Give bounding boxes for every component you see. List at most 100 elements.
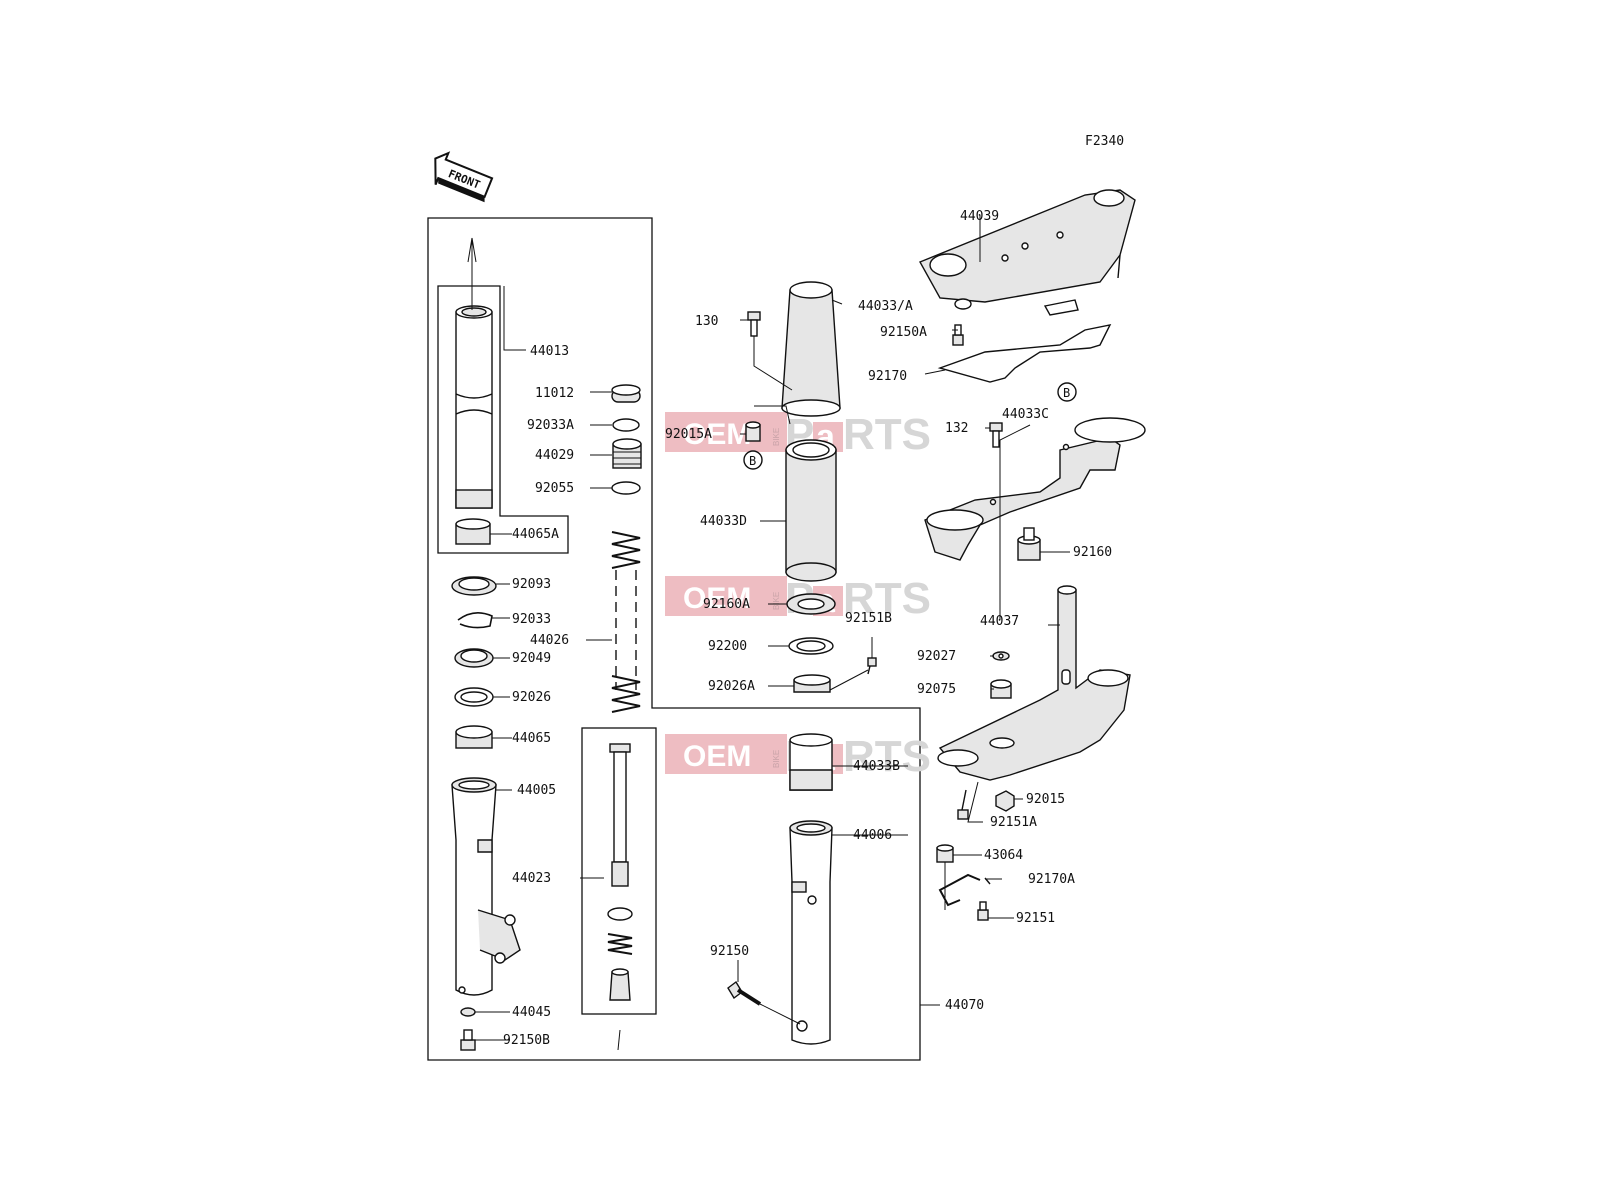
part-label: 44039 — [960, 209, 999, 224]
steering-stem-icon — [937, 585, 1131, 781]
inner-tube-icon — [455, 305, 493, 509]
washer-92200-icon — [788, 637, 834, 655]
washer-92160A-icon — [786, 593, 836, 615]
part-label: 44033D — [700, 514, 747, 529]
fork-cover-upper-icon — [781, 281, 841, 417]
svg-text:BIKE: BIKE — [772, 428, 781, 446]
part-label: 92055 — [535, 481, 574, 496]
bolt-130-icon — [747, 311, 761, 337]
part-label: 92093 — [512, 577, 551, 592]
oring-92055-icon — [611, 481, 641, 495]
ring-92033A-icon — [612, 418, 640, 432]
part-label: 92027 — [917, 649, 956, 664]
grommet-43064-icon — [936, 844, 954, 863]
part-label: 92015 — [1026, 792, 1065, 807]
bolt-92151-icon — [977, 901, 989, 921]
part-label: 92150B — [503, 1033, 550, 1048]
screw-92151B-icon — [867, 657, 877, 675]
part-label: 92151 — [1016, 911, 1055, 926]
svg-text:B: B — [1063, 386, 1070, 400]
assembly-outline — [427, 217, 921, 1061]
part-label: 92075 — [917, 682, 956, 697]
svg-text:OEM: OEM — [683, 418, 751, 451]
upper-bracket-icon — [919, 189, 1136, 310]
part-label: 92033A — [527, 418, 574, 433]
part-label: 44045 — [512, 1005, 551, 1020]
bolt-92150-icon — [727, 980, 762, 1006]
nut-92015-icon — [995, 790, 1015, 812]
part-label: 132 — [945, 421, 968, 436]
fork-cover-lower-icon — [789, 733, 833, 791]
svg-text:RTS: RTS — [843, 410, 931, 459]
cap-11012-icon — [611, 384, 641, 403]
lower-bracket-icon — [924, 417, 1146, 561]
part-label: 43064 — [984, 848, 1023, 863]
part-label: 92170 — [868, 369, 907, 384]
part-label: 44037 — [980, 614, 1019, 629]
part-label: 44005 — [517, 783, 556, 798]
outer-tube-left-icon — [451, 777, 521, 996]
part-label: 92151A — [990, 815, 1037, 830]
part-label: 92015A — [665, 427, 712, 442]
bolt-132-icon — [989, 422, 1003, 448]
bolt-92150A-icon — [952, 324, 964, 346]
part-label: 44026 — [530, 633, 569, 648]
svg-text:RTS: RTS — [843, 732, 931, 781]
clamp-92170A-icon — [938, 873, 991, 907]
part-label: 92170A — [1028, 872, 1075, 887]
svg-text:OEM: OEM — [683, 740, 751, 773]
part-label: 92026A — [708, 679, 755, 694]
svg-text:RTS: RTS — [843, 574, 931, 623]
bushing-44065A-icon — [455, 518, 491, 545]
part-label: 44029 — [535, 448, 574, 463]
collar-92015A-icon — [745, 421, 761, 442]
fork-spring-icon — [611, 531, 641, 713]
part-label: 130 — [695, 314, 718, 329]
ref-circle-b-2: B — [743, 450, 763, 470]
washer-92027-icon — [992, 651, 1010, 661]
leader-lines — [467, 215, 1070, 1041]
part-label: 92026 — [512, 690, 551, 705]
clip-92033-icon — [457, 612, 493, 629]
collar-92160-icon — [1017, 527, 1041, 561]
part-label: 44033C — [1002, 407, 1049, 422]
ref-circle-b-1: B — [1057, 382, 1077, 402]
part-label: 92033 — [512, 612, 551, 627]
damper-rod-icon — [607, 743, 633, 1051]
svg-text:B: B — [749, 454, 756, 468]
part-label: 44023 — [512, 871, 551, 886]
part-label: 92150 — [710, 944, 749, 959]
svg-text:BIKE: BIKE — [772, 592, 781, 610]
bushing-44065-icon — [455, 725, 493, 749]
dust-seal-92093-icon — [451, 576, 497, 596]
part-label: 92160A — [703, 597, 750, 612]
part-label: 44033/A — [858, 299, 913, 314]
part-label: 11012 — [535, 386, 574, 401]
svg-text:BIKE: BIKE — [772, 750, 781, 768]
part-label: 44065A — [512, 527, 559, 542]
part-label: 92151B — [845, 611, 892, 626]
cap-bolt-44029-icon — [612, 438, 642, 469]
figure-code: F2340 — [1085, 134, 1124, 149]
washer-92026-icon — [454, 687, 494, 707]
part-label: 44070 — [945, 998, 984, 1013]
part-label: 44013 — [530, 344, 569, 359]
front-arrow-icon: FRONT — [434, 151, 494, 203]
oil-seal-92049-icon — [454, 648, 494, 668]
clamp-92026A-icon — [793, 674, 831, 693]
part-labels: 44039 44033/A 130 92150A 92170 44013 110… — [503, 209, 1112, 1048]
collar-92075-icon — [990, 679, 1012, 699]
washer-44045-icon — [460, 1007, 476, 1017]
part-label: 92150A — [880, 325, 927, 340]
part-label: 92160 — [1073, 545, 1112, 560]
bolt-92151A-icon — [957, 789, 969, 820]
part-label: 92049 — [512, 651, 551, 666]
part-label: 92200 — [708, 639, 747, 654]
part-label: 44006 — [853, 828, 892, 843]
bolt-92150B-icon — [460, 1029, 476, 1051]
part-label: 44065 — [512, 731, 551, 746]
part-label: 44033B — [853, 759, 900, 774]
svg-text:OEM: OEM — [683, 582, 751, 615]
wire-bracket-icon — [937, 324, 1112, 383]
